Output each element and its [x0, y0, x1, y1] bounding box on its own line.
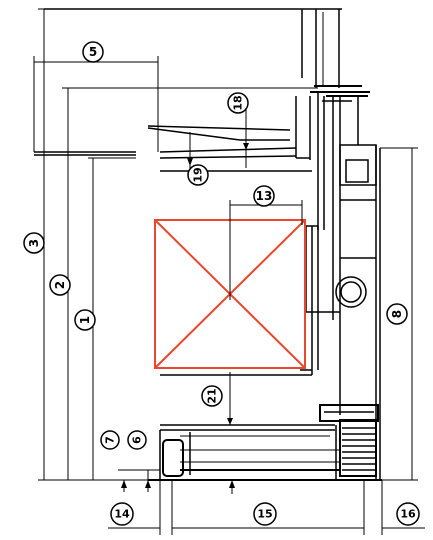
label-1: 1 — [78, 316, 92, 324]
arrowheads — [121, 143, 249, 488]
label-3: 3 — [27, 239, 41, 247]
label-15: 15 — [257, 508, 272, 521]
structure — [34, 8, 382, 481]
label-19: 19 — [192, 167, 205, 182]
label-6: 6 — [131, 436, 144, 444]
dimension-lines — [33, 8, 425, 535]
label-16: 16 — [400, 508, 416, 521]
label-18: 18 — [232, 95, 245, 110]
label-2: 2 — [53, 281, 67, 289]
label-21: 21 — [206, 388, 219, 403]
label-14: 14 — [114, 508, 130, 521]
label-bubbles — [23, 41, 420, 526]
label-8: 8 — [390, 310, 404, 318]
label-13: 13 — [256, 189, 273, 203]
label-7: 7 — [104, 436, 117, 444]
label-5: 5 — [89, 45, 97, 59]
